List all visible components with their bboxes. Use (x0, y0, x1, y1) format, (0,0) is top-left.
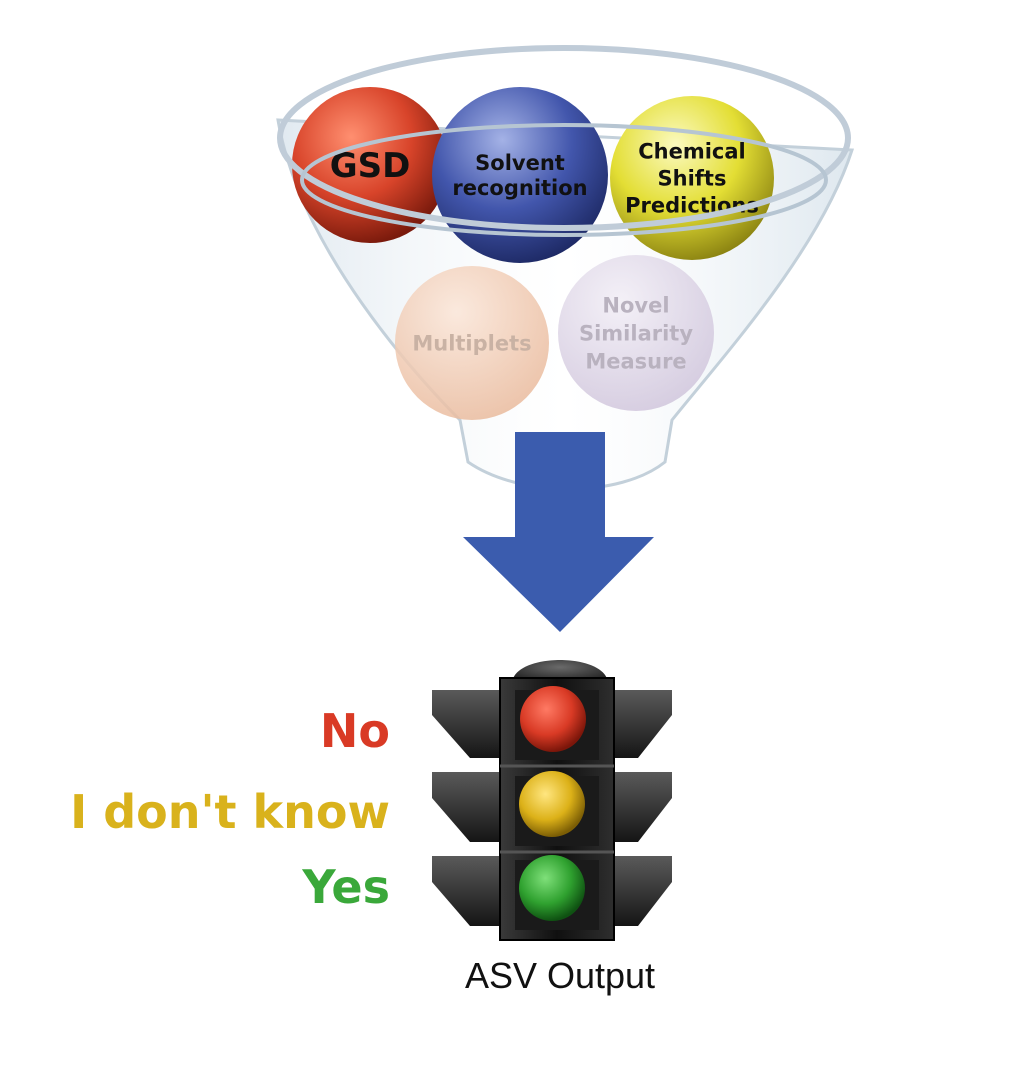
chemical-shifts-predictions-label-line: Predictions (625, 193, 759, 217)
gsd-label-line: GSD (330, 146, 411, 186)
traffic-light-caption: ASV Output (464, 955, 656, 996)
solvent-recognition-label-line: Solvent (475, 151, 565, 175)
novel-similarity-measure-label-line: Measure (585, 349, 686, 373)
funnel-rim-back (277, 45, 851, 231)
answer-yes: Yes (302, 860, 390, 914)
chemical-shifts-predictions-label-line: Chemical (638, 139, 746, 163)
funnel-item-gsd: GSD (292, 87, 448, 243)
sphere-novel-similarity-measure (558, 255, 714, 411)
novel-similarity-measure-label-line: Novel (602, 293, 669, 317)
red-light (520, 686, 586, 752)
chemical-shifts-predictions-label-line: Shifts (658, 166, 727, 190)
down-arrow (463, 432, 654, 632)
novel-similarity-measure-label-line: Similarity (579, 321, 693, 345)
funnel-item-multiplets: Multiplets (395, 266, 549, 420)
green-light (519, 855, 585, 921)
answer-no: No (319, 704, 390, 758)
funnel-rim-inner (300, 123, 828, 237)
traffic-light-visors (432, 690, 672, 926)
solvent-recognition-label-line: recognition (452, 176, 587, 200)
multiplets-label-line: Multiplets (412, 331, 531, 355)
sphere-multiplets (395, 266, 549, 420)
answer-dont-know: I don't know (70, 785, 390, 839)
sphere-solvent-recognition (432, 87, 608, 263)
yellow-light (519, 771, 585, 837)
traffic-light (432, 660, 672, 941)
